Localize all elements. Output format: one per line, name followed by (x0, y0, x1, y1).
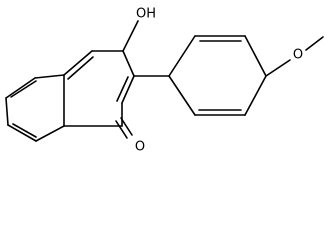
carbonyl-oxygen-label: O (135, 140, 145, 155)
bond (244, 75, 267, 116)
bond (265, 59, 291, 77)
bond (34, 74, 65, 79)
bond (168, 75, 196, 116)
bond (116, 76, 129, 102)
bond (10, 80, 37, 98)
bond (7, 124, 37, 142)
structure-canvas: OH O O (5, 7, 324, 155)
bond (5, 97, 9, 126)
phenyl-ring (168, 35, 267, 116)
bond (5, 77, 36, 99)
bond (168, 35, 196, 77)
bond (115, 120, 128, 139)
bond (35, 125, 65, 142)
bond (67, 56, 94, 80)
pyridine-ring (5, 74, 65, 142)
bond (305, 36, 324, 51)
bond (244, 35, 267, 77)
bond (121, 75, 135, 104)
molecule-structure: OH O O (5, 7, 324, 155)
bond (12, 123, 37, 138)
bond (120, 117, 133, 136)
hydroxyl-label: OH (136, 7, 156, 22)
bond (122, 50, 135, 77)
bond (122, 20, 139, 52)
methoxy-oxygen-label: O (293, 48, 303, 63)
pyridone-ring (63, 50, 135, 139)
bond (63, 50, 93, 76)
